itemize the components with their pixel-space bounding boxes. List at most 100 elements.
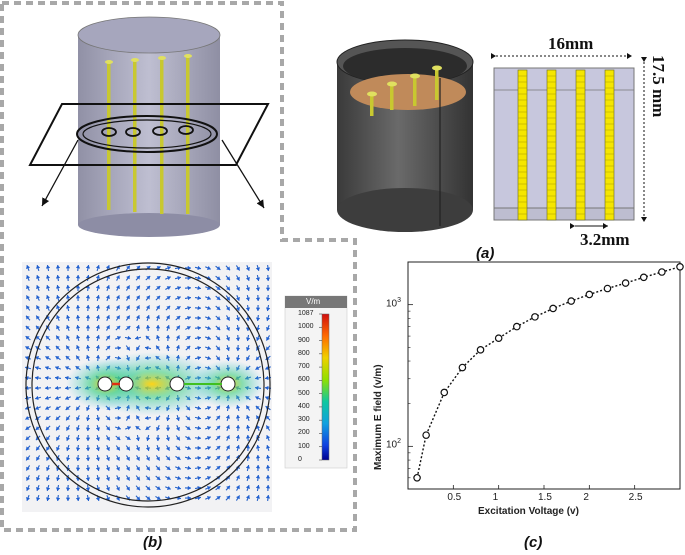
field-vector	[145, 444, 151, 452]
field-vector	[175, 296, 181, 301]
field-vector	[256, 335, 261, 341]
field-vector	[46, 295, 51, 301]
field-vector	[145, 275, 151, 281]
chart-point	[422, 431, 430, 439]
field-vector	[56, 315, 61, 321]
field-vector	[125, 265, 131, 271]
field-vector	[225, 455, 231, 461]
field-vector	[115, 445, 121, 451]
field-vector	[44, 395, 52, 401]
field-vector	[235, 434, 241, 442]
field-vector	[115, 435, 121, 441]
field-vector	[125, 465, 131, 471]
field-vector	[235, 265, 241, 271]
field-vector	[184, 465, 192, 471]
field-vector	[255, 264, 261, 272]
field-vector	[85, 414, 91, 422]
field-vector	[215, 345, 221, 351]
field-vector	[25, 435, 31, 441]
field-vector	[215, 425, 221, 431]
chart-point	[567, 297, 576, 305]
chart-point	[658, 268, 666, 276]
field-vector	[95, 284, 101, 292]
field-vector	[75, 264, 81, 272]
field-vector	[235, 314, 241, 322]
field-vector	[165, 445, 170, 451]
field-vector	[135, 445, 140, 451]
field-vector	[215, 485, 221, 491]
field-vector	[225, 344, 231, 352]
colorbar-tick-label: 600	[298, 376, 310, 384]
field-vector	[155, 415, 161, 421]
field-vector	[55, 294, 61, 302]
field-vector	[235, 495, 241, 501]
chart-x-tick-label: 2	[583, 492, 589, 503]
field-vector	[45, 335, 51, 341]
field-vector	[185, 425, 191, 431]
chart-y-axis-label: Maximum E field (v/m)	[373, 364, 384, 470]
field-vector	[105, 445, 110, 451]
cross-section-rod	[604, 69, 615, 221]
chart-point	[603, 284, 612, 293]
field-vector	[75, 434, 81, 442]
field-vector	[36, 475, 41, 481]
field-vector	[245, 265, 250, 271]
field-vector	[95, 474, 101, 482]
field-vector	[105, 485, 110, 491]
chart-point	[639, 273, 648, 282]
field-vector	[46, 465, 51, 471]
field-vector	[246, 344, 251, 352]
field-vector	[135, 345, 141, 351]
field-vector	[55, 264, 61, 272]
field-vector	[36, 484, 41, 492]
field-vector	[175, 315, 181, 321]
field-vector	[95, 344, 101, 352]
colorbar-tick-label: 400	[298, 402, 310, 410]
field-vector	[155, 465, 161, 471]
field-vector	[105, 425, 111, 431]
field-vector	[45, 274, 51, 282]
field-vector	[184, 295, 192, 301]
field-vector	[125, 325, 131, 331]
field-vector	[35, 356, 41, 361]
field-vector	[185, 445, 191, 450]
field-vector	[225, 315, 231, 321]
field-vector	[215, 265, 221, 271]
field-vector	[245, 474, 251, 482]
field-vector	[85, 484, 91, 492]
dark-cylinder-model	[336, 39, 474, 232]
field-vector	[165, 434, 171, 442]
field-vector	[75, 314, 81, 322]
field-vector	[25, 445, 31, 451]
field-vector	[85, 494, 91, 502]
field-vector	[134, 335, 142, 341]
panel-c-label: (c)	[524, 534, 543, 551]
field-vector	[135, 455, 140, 461]
field-vector	[115, 336, 121, 341]
field-vector	[45, 325, 51, 331]
field-vector	[56, 325, 61, 331]
field-vector	[145, 485, 151, 491]
chart-y-tick-label: 103	[386, 296, 402, 309]
field-vector	[45, 345, 51, 351]
field-vector	[255, 444, 261, 452]
field-vector	[215, 445, 221, 451]
field-vector	[194, 425, 202, 431]
field-vector	[35, 415, 41, 421]
field-vector	[225, 414, 231, 422]
field-vector	[125, 445, 131, 451]
field-vector	[225, 295, 231, 301]
field-vector	[95, 314, 101, 322]
field-vector	[245, 405, 251, 411]
field-vector	[115, 285, 120, 291]
field-vector	[175, 335, 180, 341]
field-vector	[205, 325, 211, 330]
field-vector	[125, 315, 131, 321]
field-vector	[135, 434, 141, 442]
field-vector	[165, 324, 170, 332]
field-vector	[45, 494, 51, 502]
field-vector	[135, 285, 141, 291]
field-vector	[215, 325, 221, 331]
field-vector	[165, 465, 171, 471]
field-vector	[265, 444, 271, 452]
